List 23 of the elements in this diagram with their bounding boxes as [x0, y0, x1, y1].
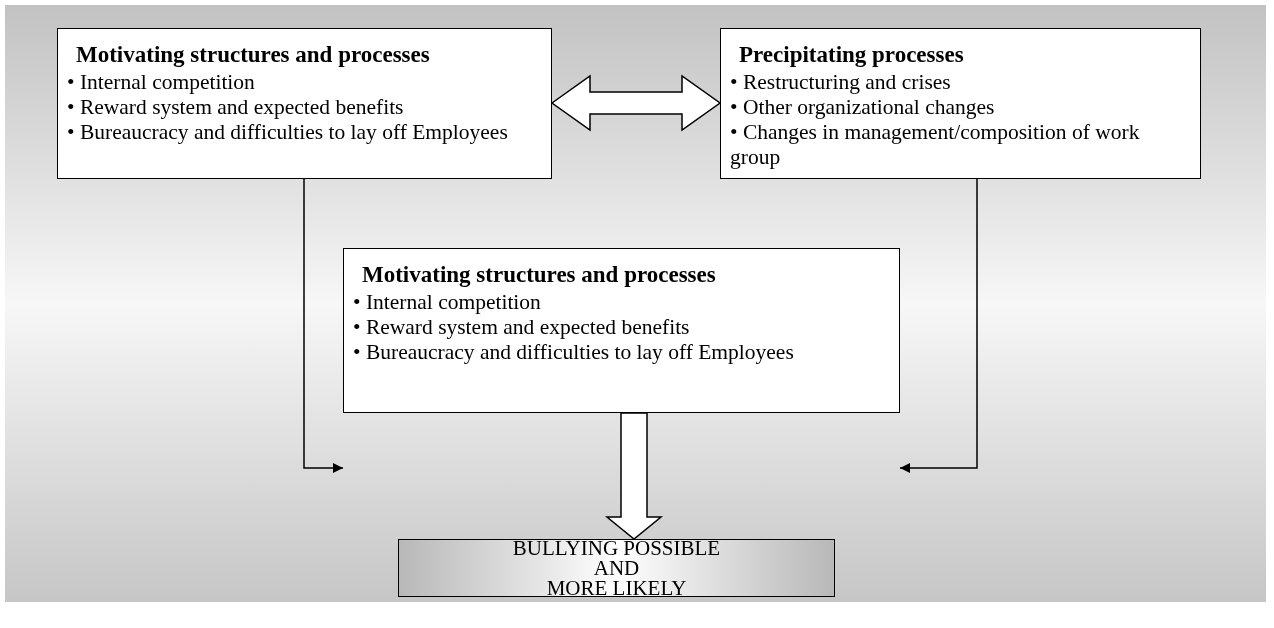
bullet-item: • Reward system and expected benefits: [67, 95, 405, 120]
box-heading: Motivating structures and processes: [362, 261, 717, 289]
result-text: MORE LIKELY: [546, 578, 687, 598]
bullet-item: • Other organizational changes: [730, 95, 996, 120]
block-arrow: [604, 412, 664, 540]
bullet-item: • Bureaucracy and difficulties to lay off Employees: [67, 120, 509, 145]
block-arrow: [550, 74, 722, 132]
bullet-item: • Changes in management/composition of work group: [730, 120, 1141, 170]
bullet-item: • Internal competition: [353, 290, 542, 315]
result-box: [398, 539, 835, 597]
bullet-item: • Internal competition: [67, 70, 256, 95]
factor-box: [57, 28, 552, 179]
factor-box: [720, 28, 1201, 179]
result-text: AND: [593, 558, 640, 578]
bullet-item: • Bureaucracy and difficulties to lay off Employees: [353, 340, 795, 365]
bullet-item: • Restructuring and crises: [730, 70, 952, 95]
arrow: [303, 178, 344, 473]
bullet-item: • Reward system and expected benefits: [353, 315, 691, 340]
result-text: BULLYING POSSIBLE: [512, 538, 721, 558]
box-heading: Precipitating processes: [739, 41, 965, 69]
box-heading: Motivating structures and processes: [76, 41, 431, 69]
arrow: [899, 178, 978, 473]
factor-box: [343, 248, 900, 413]
